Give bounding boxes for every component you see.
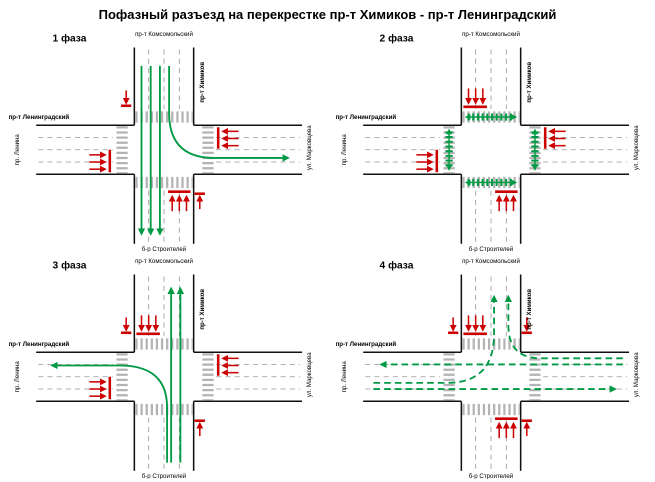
street-label-khimikov: пр-т Химиков bbox=[198, 289, 205, 330]
phase-1-panel: 1 фаза пр-т Комсомольский пр-т Химиков п… bbox=[0, 25, 327, 252]
green-allowed-movements bbox=[137, 65, 290, 236]
street-label-lenina: пр. Ленина bbox=[13, 361, 20, 393]
street-label-lenina: пр. Ленина bbox=[13, 134, 20, 166]
street-label-khimikov: пр-т Химиков bbox=[525, 289, 532, 330]
street-label-stroiteley: б-р Строителей bbox=[141, 246, 185, 252]
street-label-stroiteley: б-р Строителей bbox=[468, 246, 512, 252]
roads bbox=[35, 274, 302, 471]
street-label-leningradsky: пр-т Ленинградский bbox=[335, 114, 396, 121]
street-label-markovtseva: ул. Марковцева bbox=[633, 352, 640, 397]
street-label-markovtseva: ул. Марковцева bbox=[306, 352, 313, 397]
phase-4-diagram: 4 фаза пр-т Комсомольский пр-т Химиков п… bbox=[335, 258, 640, 479]
street-label-khimikov: пр-т Химиков bbox=[525, 62, 532, 103]
roads bbox=[362, 47, 629, 244]
phase-1-diagram: 1 фаза пр-т Комсомольский пр-т Химиков п… bbox=[8, 31, 313, 252]
page-title: Пофазный разъезд на перекрестке пр-т Хим… bbox=[98, 7, 557, 22]
red-stopped-movements bbox=[447, 315, 532, 439]
street-label-markovtseva: ул. Марковцева bbox=[633, 125, 640, 170]
crosswalks bbox=[442, 338, 541, 416]
street-label-leningradsky: пр-т Ленинградский bbox=[8, 114, 69, 121]
street-label-markovtseva: ул. Марковцева bbox=[306, 125, 313, 170]
red-stopped-movements bbox=[88, 90, 239, 212]
crosswalks bbox=[442, 111, 541, 189]
green-allowed-movements bbox=[49, 286, 184, 463]
street-label-stroiteley: б-р Строителей bbox=[141, 473, 185, 479]
street-label-stroiteley: б-р Строителей bbox=[468, 473, 512, 479]
street-label-leningradsky: пр-т Ленинградский bbox=[335, 341, 396, 348]
phase-label: 4 фаза bbox=[379, 259, 413, 271]
roads bbox=[362, 274, 629, 471]
red-stopped-movements bbox=[88, 315, 239, 437]
phase-grid: 1 фаза пр-т Комсомольский пр-т Химиков п… bbox=[0, 25, 655, 479]
street-label-komsomolsky: пр-т Комсомольский bbox=[462, 31, 520, 38]
phase-4-panel: 4 фаза пр-т Комсомольский пр-т Химиков п… bbox=[327, 252, 654, 479]
phase-3-diagram: 3 фаза пр-т Комсомольский пр-т Химиков п… bbox=[8, 258, 313, 479]
street-label-lenina: пр. Ленина bbox=[340, 134, 347, 166]
street-label-komsomolsky: пр-т Комсомольский bbox=[462, 258, 520, 265]
phase-3-panel: 3 фаза пр-т Комсомольский пр-т Химиков п… bbox=[0, 252, 327, 479]
phase-label: 3 фаза bbox=[52, 259, 86, 271]
phase-label: 1 фаза bbox=[52, 32, 86, 44]
street-label-khimikov: пр-т Химиков bbox=[198, 62, 205, 103]
green-pedestrian-crossings bbox=[444, 113, 539, 187]
street-label-lenina: пр. Ленина bbox=[340, 361, 347, 393]
phase-2-panel: 2 фаза пр-т Комсомольский пр-т Химиков п… bbox=[327, 25, 654, 252]
street-label-komsomolsky: пр-т Комсомольский bbox=[135, 31, 193, 38]
crosswalks bbox=[115, 338, 214, 416]
green-allowed-movements bbox=[372, 294, 623, 393]
crosswalks bbox=[115, 111, 214, 189]
street-label-leningradsky: пр-т Ленинградский bbox=[8, 341, 69, 348]
red-stopped-movements bbox=[415, 88, 566, 212]
phase-2-diagram: 2 фаза пр-т Комсомольский пр-т Химиков п… bbox=[335, 31, 640, 252]
phase-label: 2 фаза bbox=[379, 32, 413, 44]
street-label-komsomolsky: пр-т Комсомольский bbox=[135, 258, 193, 265]
